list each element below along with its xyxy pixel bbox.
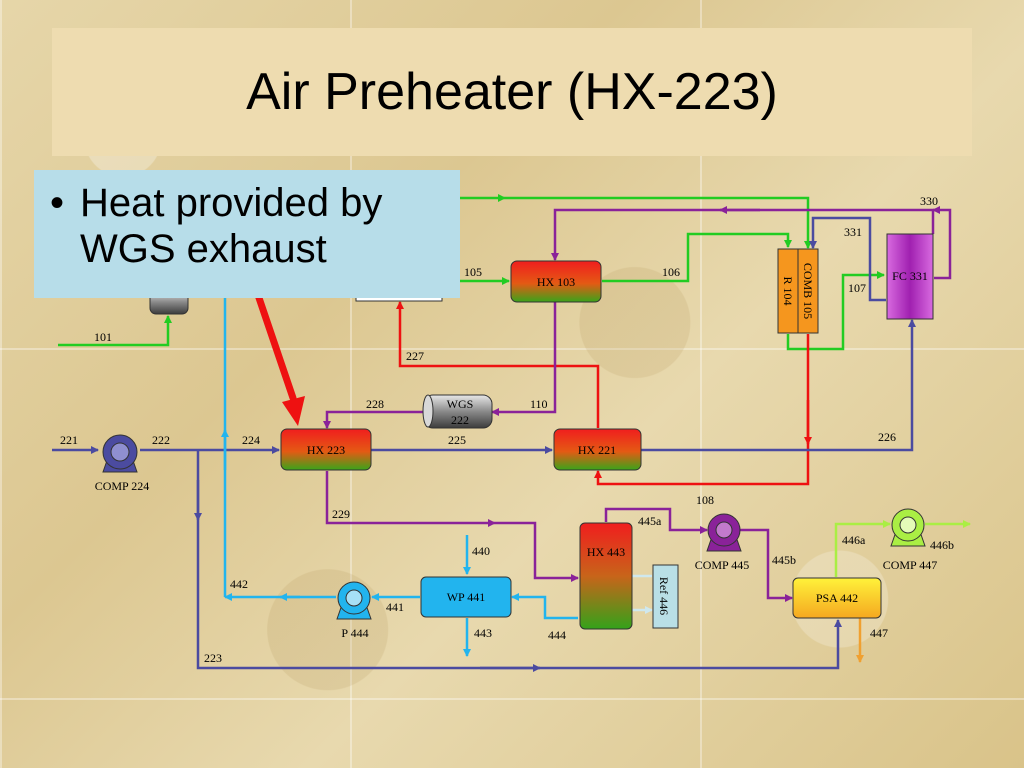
label-229: 229 [332, 507, 350, 521]
label-101: 101 [94, 330, 112, 344]
label-108: 108 [696, 493, 714, 507]
p-444-label: P 444 [341, 626, 368, 640]
psa-442-label: PSA 442 [816, 591, 858, 605]
label-110: 110 [530, 397, 548, 411]
hx-443-unit [579, 522, 633, 630]
hx-443-label: HX 443 [587, 545, 625, 559]
callout-box: Heat provided by WGS exhaust [34, 170, 460, 298]
stream-229-line [325, 471, 496, 527]
stream-107-line [786, 271, 885, 351]
hx-221-unit [553, 428, 642, 471]
label-444: 444 [548, 628, 566, 642]
fc-331-unit [886, 233, 934, 320]
comp-224-label: COMP 224 [95, 479, 150, 493]
comp-445-label: COMP 445 [695, 558, 750, 572]
bullet-list: Heat provided by WGS exhaust [50, 180, 444, 272]
r-104-label: R 104 [781, 276, 795, 305]
comp-224-icon [102, 434, 138, 473]
bullet-item: Heat provided by WGS exhaust [50, 180, 444, 272]
label-225: 225 [448, 433, 466, 447]
hx-223-label: HX 223 [307, 443, 345, 457]
label-226: 226 [878, 430, 896, 444]
hx-223-unit [280, 428, 372, 471]
label-446a: 446a [842, 533, 866, 547]
stream-106-line [602, 232, 792, 283]
label-443: 443 [474, 626, 492, 640]
stream-330-loop [932, 206, 952, 280]
label-222: 222 [152, 433, 170, 447]
label-446b: 446b [930, 538, 954, 552]
label-106: 106 [662, 265, 680, 279]
stream-446a-line [834, 520, 891, 577]
label-227: 227 [406, 349, 424, 363]
label-442: 442 [230, 577, 248, 591]
fc-331-label: FC 331 [892, 269, 928, 283]
ref-446-label: Ref 446 [657, 577, 671, 615]
stream-445a-line [604, 507, 708, 534]
stream-226-line [641, 319, 916, 452]
comp-445-icon [706, 513, 742, 552]
label-107: 107 [848, 281, 866, 295]
label-221: 221 [60, 433, 78, 447]
stream-227-line [396, 301, 600, 428]
comp-447-label: COMP 447 [883, 558, 938, 572]
label-447: 447 [870, 626, 888, 640]
title-panel: Air Preheater (HX-223) [52, 28, 972, 156]
stream-331-line [809, 216, 886, 302]
stream-445b-line [740, 528, 793, 602]
wgs-222-label-2: 222 [451, 413, 469, 427]
comp-447-icon [890, 508, 926, 547]
label-105: 105 [464, 265, 482, 279]
label-330: 330 [920, 194, 938, 208]
ref-446-unit [652, 564, 679, 629]
wgs-222-cap [422, 394, 434, 428]
stream-fuel-top-line-2 [505, 196, 812, 249]
psa-442-unit [792, 577, 882, 619]
label-441: 441 [386, 600, 404, 614]
comb-105-unit [797, 248, 819, 334]
p-444-icon [336, 581, 372, 620]
label-445a: 445a [638, 514, 662, 528]
stream-labels: 101 105 106 107 108 110 221 222 223 224 … [60, 194, 954, 665]
label-331: 331 [844, 225, 862, 239]
page-title: Air Preheater (HX-223) [246, 63, 778, 121]
hx-103-unit [510, 260, 602, 303]
stream-228-line [323, 410, 424, 429]
red-pointer-arrow [253, 288, 305, 426]
wp-441-unit [420, 576, 512, 618]
label-223: 223 [204, 651, 222, 665]
stream-lines [52, 194, 971, 672]
comb-105-label: COMB 105 [801, 263, 815, 319]
stream-101-line [58, 315, 172, 347]
stream-444-line [511, 593, 578, 620]
hx-221-label: HX 221 [578, 443, 616, 457]
wp-441-label: WP 441 [447, 590, 486, 604]
stream-229-line-2 [495, 521, 579, 582]
label-445b: 445b [772, 553, 796, 567]
label-440: 440 [472, 544, 490, 558]
stream-110-line [491, 302, 557, 416]
label-224: 224 [242, 433, 260, 447]
wgs-222-label-1: WGS [447, 397, 474, 411]
hx-103-label: HX 103 [537, 275, 575, 289]
label-228: 228 [366, 397, 384, 411]
